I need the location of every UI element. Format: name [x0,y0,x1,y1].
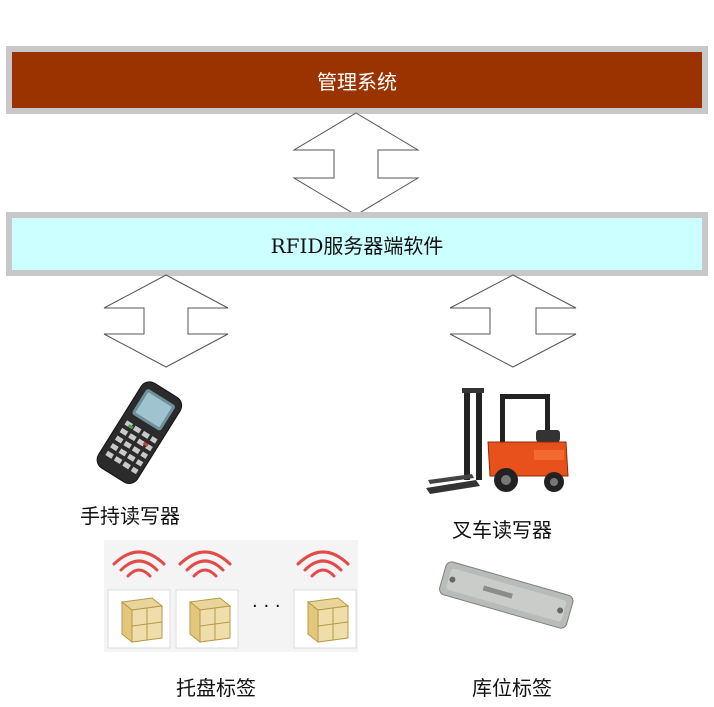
pallet-box-icon [107,589,171,649]
rfid-tag-icon [439,561,574,629]
location-tag-label: 库位标签 [472,676,552,700]
management-system-label: 管理系统 [317,69,397,94]
pallet-box-icon [293,589,357,649]
forklift-icon [426,388,569,494]
rfid-server-label: RFID服务器端软件 [270,233,444,258]
handheld-reader-label: 手持读写器 [80,504,180,528]
ellipsis: · · · [252,596,281,617]
rfid-wave-icon [112,550,350,578]
double-arrow-icon [103,274,229,368]
pallet-tag-label: 托盘标签 [176,676,256,700]
double-arrow-icon [292,112,420,216]
forklift-reader-label: 叉车读写器 [452,518,552,542]
double-arrow-icon [449,274,577,368]
pallet-tags-image [104,540,358,652]
rfid-server-bar: RFID服务器端软件 [6,212,708,276]
handheld-reader-icon [96,381,183,484]
pallet-box-icon [175,589,239,649]
management-system-bar: 管理系统 [6,46,708,114]
